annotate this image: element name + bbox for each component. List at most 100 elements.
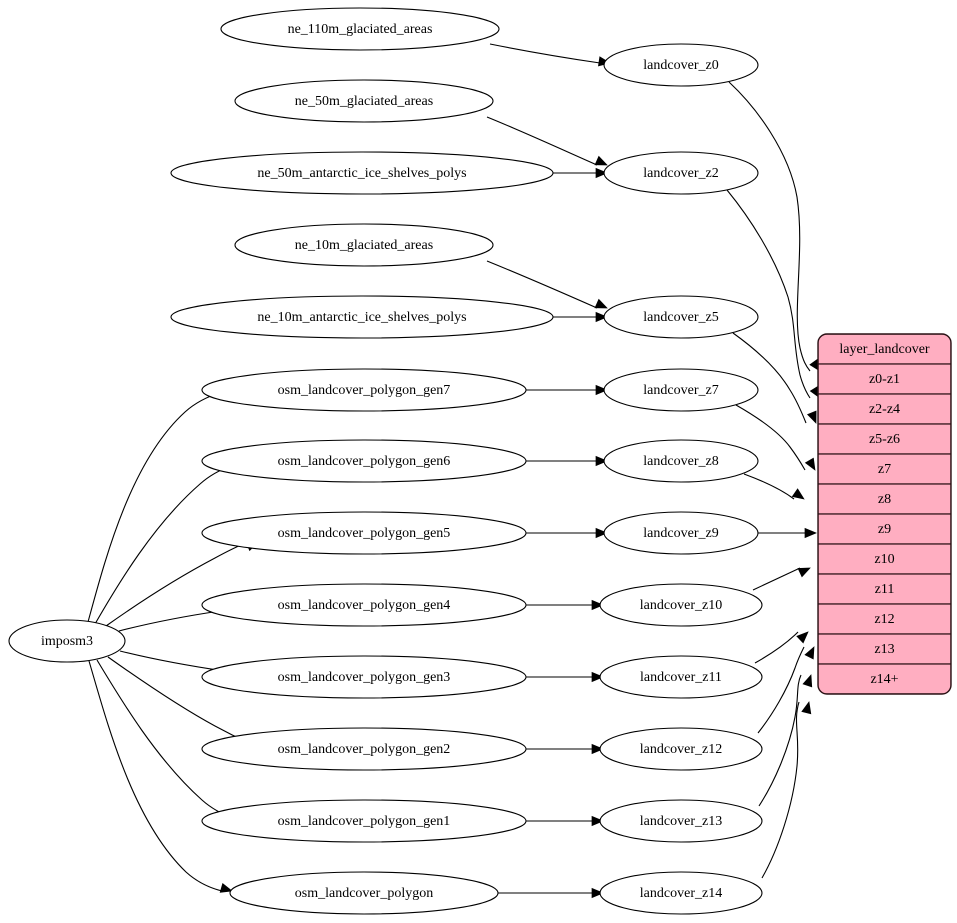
edge-path <box>732 332 807 424</box>
edge-osm_landcover_polygon-to-landcover_z14 <box>498 887 604 899</box>
node-landcover_z13[interactable]: landcover_z13 <box>599 799 763 843</box>
node-osm_landcover_polygon_gen1[interactable]: osm_landcover_polygon_gen1 <box>201 799 527 843</box>
node-ne_50m_glaciated_areas[interactable]: ne_50m_glaciated_areas <box>234 79 494 123</box>
node-osm_landcover_polygon_gen6[interactable]: osm_landcover_polygon_gen6 <box>201 439 527 483</box>
natural-earth-node-ellipse[interactable] <box>170 151 554 195</box>
natural-earth-node-ellipse[interactable] <box>220 7 500 51</box>
node-landcover_z2[interactable]: landcover_z2 <box>603 151 759 195</box>
edge-path <box>758 674 802 807</box>
edge-landcover_z10-to-row-z10 <box>752 567 811 591</box>
node-osm_landcover_polygon_gen4[interactable]: osm_landcover_polygon_gen4 <box>201 583 527 627</box>
osm-node-ellipse[interactable] <box>201 583 527 627</box>
edge-osm_landcover_polygon_gen2-to-landcover_z12 <box>526 743 604 755</box>
node-landcover_z8[interactable]: landcover_z8 <box>603 439 759 483</box>
edge-landcover_z5-to-row-z5-z6 <box>732 332 817 424</box>
table-row-z8-cell[interactable] <box>818 483 951 515</box>
landcover-node-ellipse[interactable] <box>599 799 763 843</box>
table-cells: layer_landcoverz0-z1z2-z4z5-z6z7z8z9z10z… <box>818 334 951 694</box>
table-row-z0-z1-cell[interactable] <box>818 363 951 395</box>
table-row-z7-cell[interactable] <box>818 453 951 485</box>
osm-node-ellipse[interactable] <box>201 439 527 483</box>
edge-arrowhead <box>804 527 817 539</box>
edge-arrowhead <box>791 488 805 500</box>
edge-path <box>489 43 601 64</box>
table-row-z13-cell[interactable] <box>818 633 951 665</box>
landcover-node-ellipse[interactable] <box>599 655 763 699</box>
osm-node-ellipse[interactable] <box>201 655 527 699</box>
osm-node-ellipse[interactable] <box>201 368 527 412</box>
edge-landcover_z13-to-row-z13 <box>758 674 813 807</box>
edge-arrowhead <box>595 384 608 396</box>
table-row-z10-cell[interactable] <box>818 543 951 575</box>
node-landcover_z9[interactable]: landcover_z9 <box>603 511 759 555</box>
edge-arrowhead <box>591 671 604 683</box>
node-ne_50m_antarctic_ice_shelves_polys[interactable]: ne_50m_antarctic_ice_shelves_polys <box>170 151 554 195</box>
edge-osm_landcover_polygon_gen4-to-landcover_z10 <box>526 599 604 611</box>
edge-ne_10m_glaciated_areas-to-landcover_z5 <box>486 260 608 309</box>
table-header-cell <box>818 334 951 365</box>
table-row-z14--cell[interactable] <box>818 663 951 694</box>
edge-osm_landcover_polygon_gen7-to-landcover_z7 <box>526 384 608 396</box>
edge-arrowhead <box>797 567 811 578</box>
node-landcover_z12[interactable]: landcover_z12 <box>599 727 763 771</box>
node-landcover_z7[interactable]: landcover_z7 <box>603 368 759 412</box>
edge-path <box>728 81 811 372</box>
edge-arrowhead <box>594 298 608 309</box>
landcover-node-ellipse[interactable] <box>603 368 759 412</box>
edge-path <box>486 116 598 166</box>
osm-node-ellipse[interactable] <box>201 727 527 771</box>
landcover-node-ellipse[interactable] <box>603 43 759 87</box>
node-landcover_z10[interactable]: landcover_z10 <box>599 583 763 627</box>
osm-node-ellipse[interactable] <box>201 799 527 843</box>
node-osm_landcover_polygon_gen2[interactable]: osm_landcover_polygon_gen2 <box>201 727 527 771</box>
table-row-z2-z4-cell[interactable] <box>818 393 951 425</box>
table-row-z5-z6-cell[interactable] <box>818 423 951 455</box>
table-outline <box>817 333 952 695</box>
table-row-z11-cell[interactable] <box>818 573 951 605</box>
node-landcover_z0[interactable]: landcover_z0 <box>603 43 759 87</box>
node-landcover_z14[interactable]: landcover_z14 <box>599 871 763 915</box>
landcover-node-ellipse[interactable] <box>603 151 759 195</box>
edge-osm_landcover_polygon_gen6-to-landcover_z8 <box>526 455 608 467</box>
node-ne_110m_glaciated_areas[interactable]: ne_110m_glaciated_areas <box>220 7 500 51</box>
source-node-ellipse[interactable] <box>8 619 126 663</box>
node-imposm3[interactable]: imposm3 <box>8 619 126 663</box>
node-ne_10m_antarctic_ice_shelves_polys[interactable]: ne_10m_antarctic_ice_shelves_polys <box>170 295 554 339</box>
landcover-node-ellipse[interactable] <box>603 511 759 555</box>
edge-ne_50m_antarctic_ice_shelves_polys-to-landcover_z2 <box>553 167 608 179</box>
natural-earth-node-ellipse[interactable] <box>234 223 494 267</box>
node-osm_landcover_polygon[interactable]: osm_landcover_polygon <box>229 871 499 915</box>
node-ne_10m_glaciated_areas[interactable]: ne_10m_glaciated_areas <box>234 223 494 267</box>
landcover-node-ellipse[interactable] <box>599 871 763 915</box>
natural-earth-node-ellipse[interactable] <box>234 79 494 123</box>
edge-ne_10m_antarctic_ice_shelves_polys-to-landcover_z5 <box>553 311 608 323</box>
edge-landcover_z8-to-row-z8 <box>743 473 805 500</box>
edge-path <box>761 701 800 879</box>
layer-landcover-table[interactable]: layer_landcoverz0-z1z2-z4z5-z6z7z8z9z10z… <box>817 333 952 695</box>
edge-arrowhead <box>595 527 608 539</box>
edge-arrowhead <box>801 701 812 715</box>
edge-osm_landcover_polygon_gen5-to-landcover_z9 <box>526 527 608 539</box>
node-landcover_z5[interactable]: landcover_z5 <box>603 295 759 339</box>
node-osm_landcover_polygon_gen7[interactable]: osm_landcover_polygon_gen7 <box>201 368 527 412</box>
edge-path <box>754 631 799 664</box>
node-osm_landcover_polygon_gen5[interactable]: osm_landcover_polygon_gen5 <box>201 511 527 555</box>
edge-ne_50m_glaciated_areas-to-landcover_z2 <box>486 116 608 166</box>
edge-arrowhead <box>595 167 608 179</box>
table-row-z9-cell[interactable] <box>818 513 951 545</box>
landcover-node-ellipse[interactable] <box>603 439 759 483</box>
edge-landcover_z9-to-row-z9 <box>758 527 817 539</box>
landcover-node-ellipse[interactable] <box>603 295 759 339</box>
edge-path <box>87 391 223 623</box>
edge-arrowhead <box>796 631 809 644</box>
node-osm_landcover_polygon_gen3[interactable]: osm_landcover_polygon_gen3 <box>201 655 527 699</box>
landcover-node-ellipse[interactable] <box>599 583 763 627</box>
landcover-node-ellipse[interactable] <box>599 727 763 771</box>
osm-node-ellipse[interactable] <box>229 871 499 915</box>
natural-earth-node-ellipse[interactable] <box>170 295 554 339</box>
edge-landcover_z7-to-row-z7 <box>735 404 816 471</box>
table-row-z12-cell[interactable] <box>818 603 951 635</box>
edge-arrowhead <box>594 155 608 166</box>
node-landcover_z11[interactable]: landcover_z11 <box>599 655 763 699</box>
osm-node-ellipse[interactable] <box>201 511 527 555</box>
